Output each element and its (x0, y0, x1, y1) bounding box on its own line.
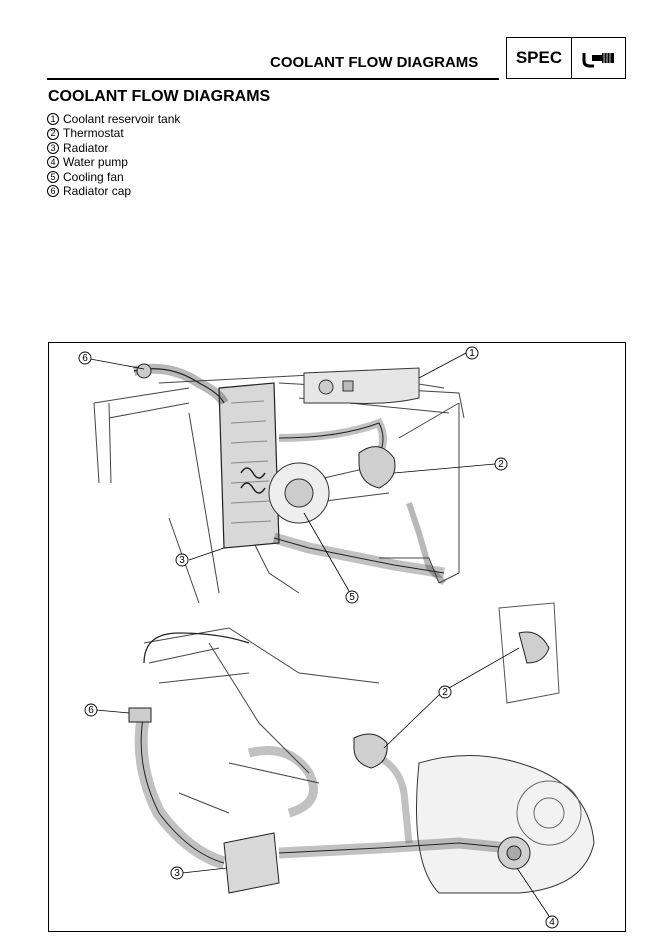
legend-label: Coolant reservoir tank (63, 112, 181, 126)
legend-item: 4 Water pump (47, 155, 180, 169)
legend-number: 2 (47, 127, 59, 140)
legend-number: 6 (47, 185, 59, 198)
callout-thermostat-bottom: 2 (442, 687, 448, 698)
callout-water-pump: 4 (549, 917, 555, 928)
legend-label: Radiator (63, 140, 109, 155)
callout-radiator-bottom: 3 (174, 868, 180, 879)
callout-cooling-fan: 5 (349, 592, 355, 603)
legend-item: 1 Coolant reservoir tank (47, 112, 180, 126)
legend-item: 2 Thermostat (47, 126, 180, 140)
callout-radiator-top: 3 (179, 555, 185, 566)
legend-label: Cooling fan (63, 169, 124, 184)
coolant-flow-illustration: 6 1 2 3 5 2 6 3 4 (78, 346, 595, 929)
callout-thermostat-top: 2 (498, 459, 504, 470)
legend-label: Thermostat (63, 126, 124, 141)
callout-reservoir: 1 (469, 348, 475, 359)
callout-radiator-cap-bottom: 6 (88, 705, 94, 716)
spec-badge: SPEC (506, 37, 626, 79)
legend-label: Water pump (63, 155, 128, 170)
micrometer-icon (572, 38, 625, 78)
legend-number: 3 (47, 141, 59, 154)
header-rule (47, 78, 499, 80)
legend-label: Radiator cap (63, 183, 132, 198)
legend-number: 5 (47, 170, 59, 183)
legend-item: 6 Radiator cap (47, 184, 180, 198)
header-title: COOLANT FLOW DIAGRAMS (270, 54, 479, 71)
legend-number: 1 (47, 113, 59, 126)
legend-item: 5 Cooling fan (47, 170, 180, 184)
callout-cooling-cap-top: 6 (82, 353, 88, 364)
diagram-frame: 6 1 2 3 5 2 6 3 4 (48, 342, 626, 932)
legend-number: 4 (47, 156, 59, 169)
section-title: COOLANT FLOW DIAGRAMS (48, 88, 271, 105)
legend-item: 3 Radiator (47, 141, 180, 155)
spec-label: SPEC (507, 38, 572, 78)
